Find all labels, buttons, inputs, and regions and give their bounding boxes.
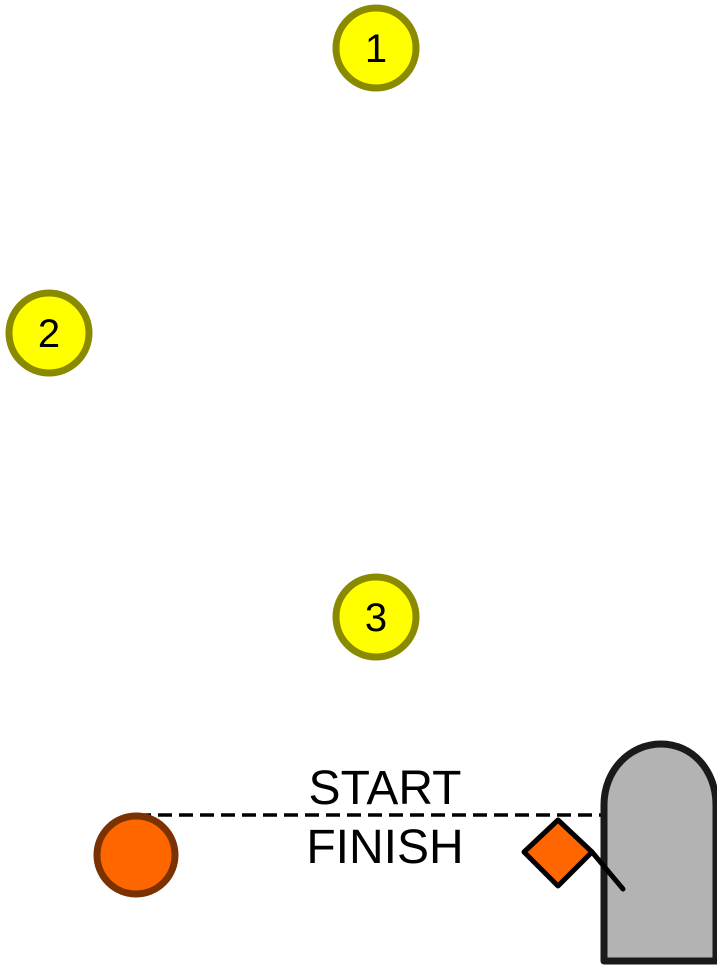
mark-2: 2 xyxy=(5,289,93,377)
flag-body xyxy=(521,817,595,889)
mark-3-buoy-icon xyxy=(332,573,420,661)
start-label: START xyxy=(309,762,462,815)
mark-1-label: 1 xyxy=(365,27,387,71)
finish-label: FINISH xyxy=(306,821,463,874)
orange-buoy-icon xyxy=(93,812,179,898)
mark-2-label: 2 xyxy=(38,312,60,356)
mark-1-buoy-icon xyxy=(332,4,420,92)
mark-3-label: 3 xyxy=(365,596,387,640)
orange-flag-icon xyxy=(521,817,626,892)
mark-2-buoy-icon xyxy=(5,289,93,377)
committee-boat-icon xyxy=(600,740,717,965)
flag-pole xyxy=(589,849,626,892)
mark-3: 3 xyxy=(332,573,420,661)
mark-1: 1 xyxy=(332,4,420,92)
